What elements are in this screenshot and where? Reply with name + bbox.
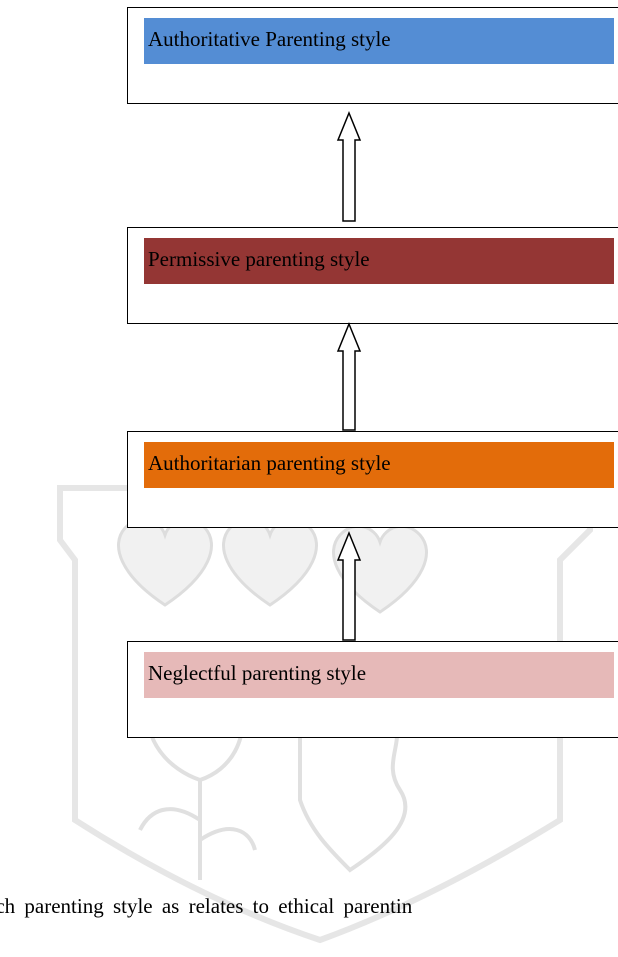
permissive-style-box: Permissive parenting style [127,227,618,324]
up-arrow-icon [336,531,362,641]
authoritarian-style-box: Authoritarian parenting style [127,431,618,528]
authoritative-style-box: Authoritative Parenting style [127,7,618,104]
up-arrow-icon [336,111,362,222]
authoritative-style-label: Authoritative Parenting style [144,18,614,64]
caption-text: ach parenting style as relates to ethica… [0,894,413,918]
neglectful-style-label: Neglectful parenting style [144,652,614,698]
permissive-style-label: Permissive parenting style [144,238,614,284]
neglectful-style-box: Neglectful parenting style [127,641,618,738]
authoritarian-style-label: Authoritarian parenting style [144,442,614,488]
up-arrow-icon [336,322,362,431]
